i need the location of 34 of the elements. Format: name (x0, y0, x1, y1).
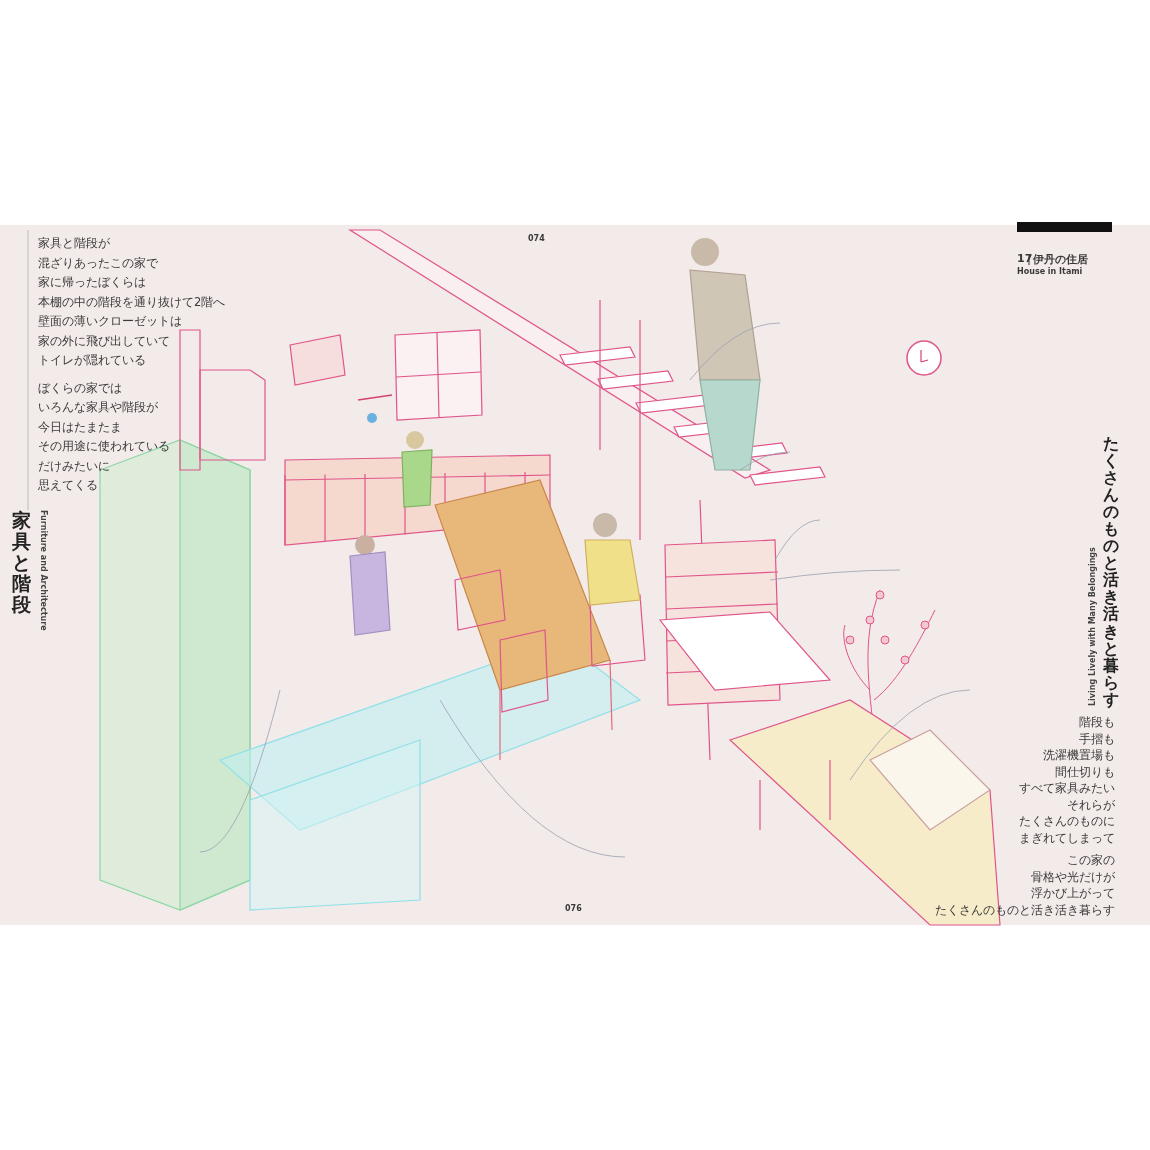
poem-line: その用途に使われている (38, 440, 170, 453)
english-subtitle: Living Lively with Many Belongings (1088, 547, 1097, 706)
poem-line: 今日はたまたま (38, 420, 122, 434)
poem-line: 家具と階段が (38, 237, 110, 250)
page-number: 074 (528, 234, 545, 243)
poem-line: たくさんのものに (1019, 815, 1115, 828)
poem-line: トイレが隠れている (38, 354, 146, 367)
poem-line: この家の (1067, 854, 1115, 867)
poem-line: まぎれてしまって (1019, 831, 1115, 845)
poem-line: いろんな家具や階段が (38, 401, 158, 414)
poem-line: 浮かび上がって (1031, 887, 1115, 900)
poem-line: すべて家具みたい (1019, 782, 1115, 795)
poem-line: 家の外に飛び出していて (38, 334, 170, 348)
poem-line: たくさんのものと活き活き暮らす (935, 903, 1115, 917)
poem-line: だけみたいに (38, 459, 110, 473)
english-subtitle: Furniture and Architecture (39, 510, 48, 631)
poem-line: 骨格や光だけが (1031, 870, 1115, 884)
poem-line: それらが (1067, 798, 1115, 812)
poem-line: 階段も (1079, 716, 1115, 729)
poem-line: 家に帰ったぼくらは (38, 276, 146, 289)
poem-line: 間仕切りも (1055, 765, 1115, 779)
poem-line: 手摺も (1079, 732, 1115, 746)
poem-line: 混ざりあったこの家で (38, 256, 158, 270)
house-english-title: House in Itami (1017, 267, 1083, 276)
poem-line: 壁面の薄いクローゼットは (38, 315, 182, 328)
page-number: 076 (565, 904, 582, 913)
vertical-title: たくさんのものと活き活きと暮らす (1103, 436, 1119, 709)
series-number: 17 (1017, 252, 1033, 265)
house-title: 伊丹の住居 (1033, 252, 1088, 267)
vertical-title: 家具と階段 (12, 510, 31, 615)
poem-line: 洗濯機置場も (1043, 749, 1115, 762)
poem-line: 思えてくる (38, 479, 98, 492)
poem-line: 本棚の中の階段を通り抜けて2階へ (38, 295, 226, 309)
poem-line: ぼくらの家では (38, 381, 122, 395)
